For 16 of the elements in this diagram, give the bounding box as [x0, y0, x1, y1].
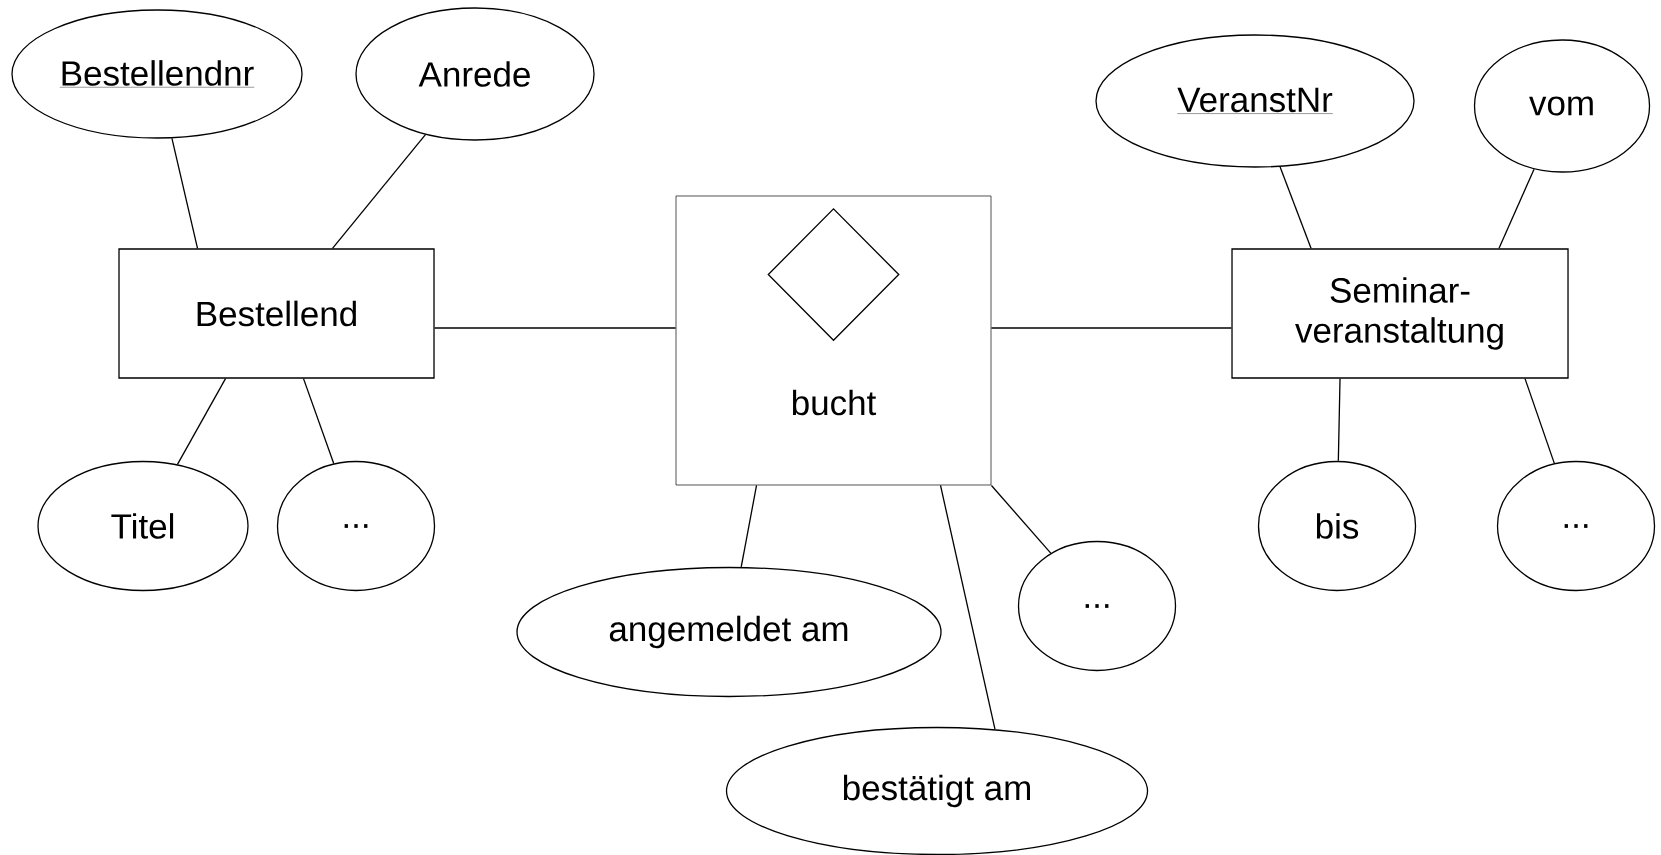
connector-line	[740, 484, 758, 568]
connector-line	[434, 327, 677, 329]
connector-line	[939, 484, 996, 730]
relationship-box: bucht	[675, 195, 992, 486]
connector-line	[171, 137, 199, 249]
connector-line	[302, 378, 335, 465]
entity-box: Bestellend	[118, 248, 435, 379]
connector-line	[1498, 168, 1535, 249]
connector-line	[1524, 378, 1555, 464]
connector-line	[1337, 378, 1341, 462]
connector-line	[990, 327, 1232, 329]
connector-line	[331, 134, 427, 249]
connector-line	[990, 484, 1052, 554]
connector-line	[1279, 166, 1312, 249]
entity-box: Seminar- veranstaltung	[1231, 248, 1569, 379]
connector-line	[176, 378, 227, 466]
